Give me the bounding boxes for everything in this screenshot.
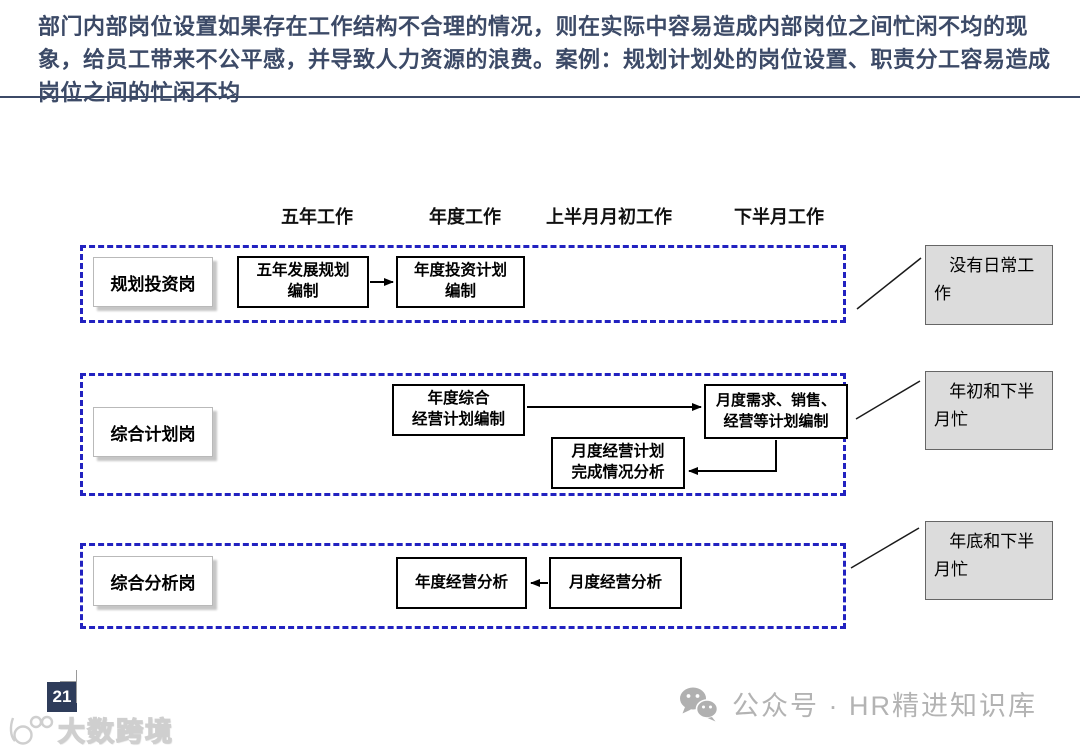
role-label-text: 综合分析岗 (110, 573, 196, 593)
dashu-kuajing-logo-icon (9, 715, 54, 745)
task-box-monthly-plan-completion-analysis: 月度经营计划 完成情况分析 (551, 437, 685, 489)
row-band-comprehensive-analysis (80, 543, 846, 629)
role-label-comprehensive-analysis: 综合分析岗 (93, 556, 213, 606)
task-box-line2: 编制 (444, 283, 476, 300)
watermark-text: 大数跨境 (57, 716, 174, 747)
title-divider (0, 96, 1080, 98)
slide-title: 部门内部岗位设置如果存在工作结构不合理的情况，则在实际中容易造成内部岗位之间忙闲… (38, 14, 1051, 105)
column-header-five-year: 五年工作 (281, 207, 353, 227)
column-header-first-half-month: 上半月月初工作 (546, 207, 672, 227)
task-box-line1: 月度经营分析 (568, 573, 662, 591)
task-box-monthly-demand-sales-plan: 月度需求、销售、 经营等计划编制 (704, 384, 848, 439)
wechat-footer: 公众号 · HR精进知识库 (678, 684, 1037, 723)
task-box-line1: 年度投资计划 (413, 262, 507, 280)
task-box-line2: 经营计划编制 (411, 411, 505, 428)
leader-line-row3 (850, 527, 920, 569)
task-box-annual-investment-plan: 年度投资计划 编制 (396, 256, 525, 308)
task-box-line2: 经营等计划编制 (723, 412, 829, 430)
role-label-comprehensive-planning: 综合计划岗 (93, 407, 213, 457)
role-label-planning-investment: 规划投资岗 (93, 257, 213, 307)
task-box-five-year-plan: 五年发展规划 编制 (237, 256, 369, 308)
task-box-line1: 五年发展规划 (256, 262, 350, 280)
task-box-line1: 年度综合 (427, 390, 490, 408)
wechat-icon (680, 687, 719, 721)
tick-mark-vertical (76, 670, 77, 703)
role-label-text: 综合计划岗 (110, 424, 196, 444)
task-box-line1: 月度需求、销售、 (715, 392, 836, 410)
wechat-account-label: 公众号 · HR精进知识库 (732, 691, 1037, 721)
task-box-monthly-operation-analysis: 月度经营分析 (549, 557, 682, 609)
tick-mark-horizontal (60, 681, 77, 682)
column-header-annual: 年度工作 (429, 207, 501, 227)
note-box-busy-year-end: 年底和下半月忙 (925, 521, 1053, 600)
leader-line-row2 (855, 380, 921, 420)
role-label-text: 规划投资岗 (110, 274, 196, 294)
task-box-line1: 月度经营计划 (571, 443, 665, 461)
page-number-badge: 21 (47, 682, 77, 712)
note-box-busy-year-start: 年初和下半月忙 (925, 371, 1053, 450)
note-box-no-daily-work: 没有日常工作 (925, 245, 1053, 325)
leader-line-row1 (856, 257, 922, 310)
row-band-planning-investment (80, 245, 846, 323)
column-header-second-half-month: 下半月工作 (734, 207, 824, 227)
task-box-annual-operation-analysis: 年度经营分析 (396, 557, 527, 609)
task-box-line1: 年度经营分析 (414, 573, 508, 591)
task-box-line2: 完成情况分析 (571, 464, 665, 481)
task-box-line2: 编制 (287, 283, 319, 300)
watermark: 大数跨境 (6, 710, 174, 748)
task-box-annual-comprehensive-plan: 年度综合 经营计划编制 (392, 384, 525, 436)
